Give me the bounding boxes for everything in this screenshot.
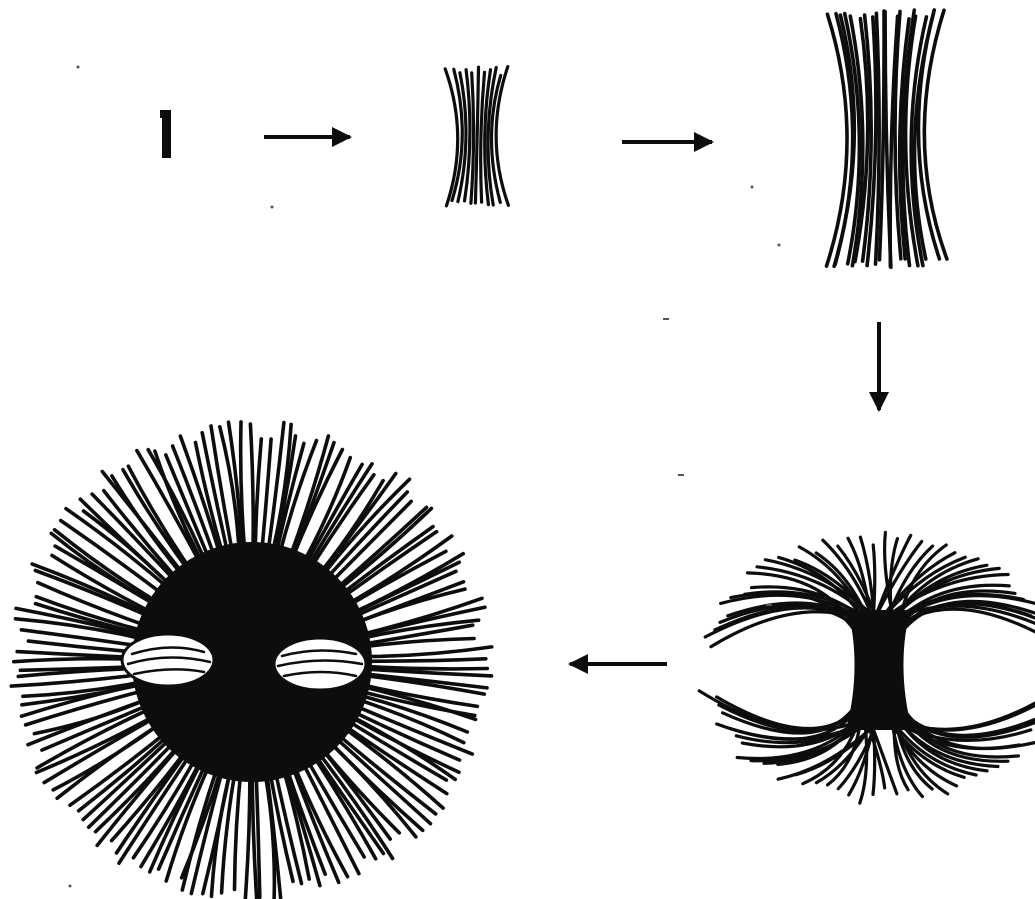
spherulite-eye-left xyxy=(122,634,214,686)
stage-4-fanned-dumbbell xyxy=(699,532,1035,803)
stage-1-seed-rod xyxy=(160,110,171,158)
spherulite-eye-right xyxy=(274,638,366,690)
stage-2-small-sheaf xyxy=(445,67,508,206)
stage-3-large-sheaf xyxy=(827,10,947,267)
stage-5-spherulite xyxy=(11,422,491,899)
